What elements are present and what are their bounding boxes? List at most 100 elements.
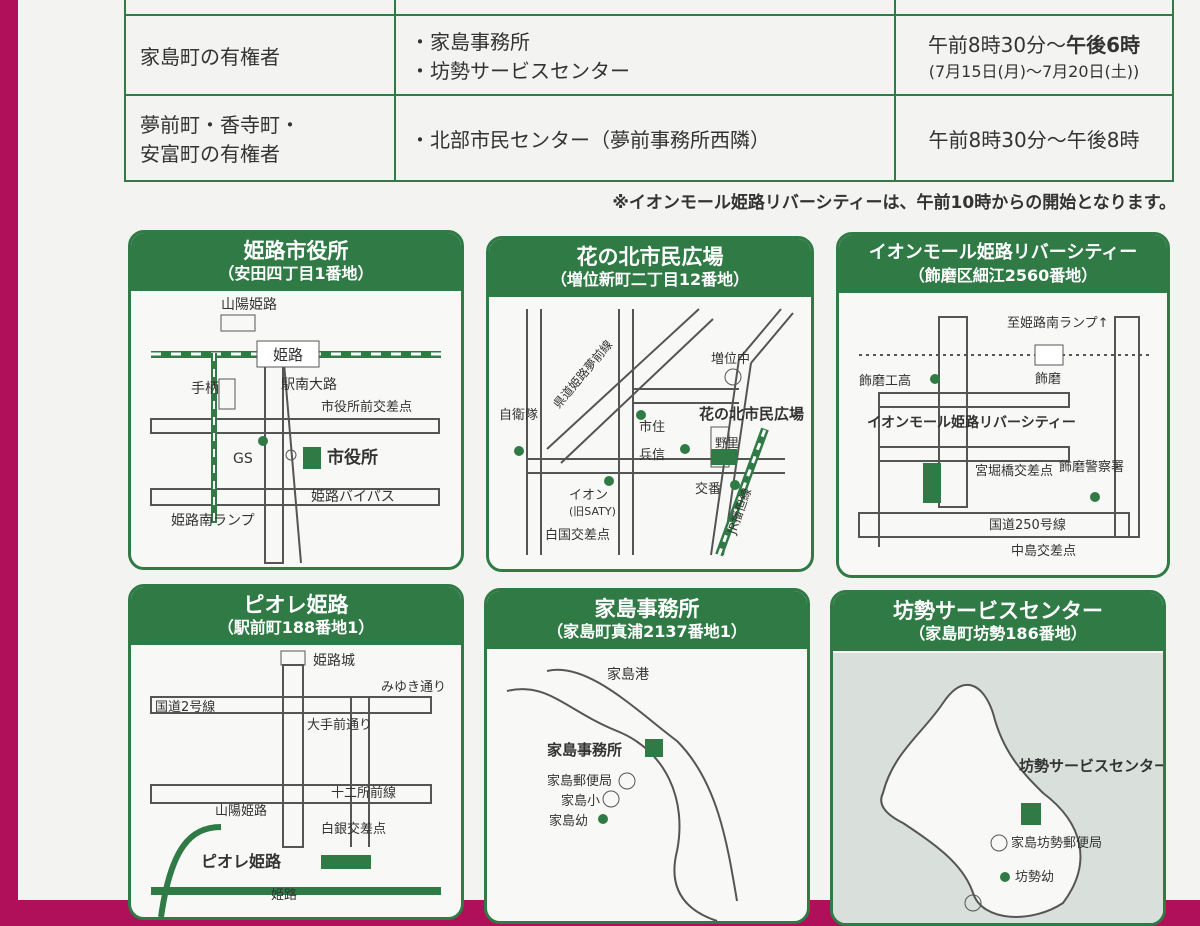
card-header: 姫路市役所 （安田四丁目1番地） — [131, 233, 461, 291]
place-item: ・家島事務所 — [410, 30, 530, 54]
map-label: 白国交差点 — [545, 527, 610, 543]
card-hananokita: 花の北市民広場 （増位新町二丁目12番地） 増位中 — [486, 236, 814, 572]
map-label: イオン — [569, 488, 608, 503]
map-bouze: 坊勢サービスセンター 家島坊勢郵便局 坊勢幼 — [833, 653, 1163, 923]
card-address: （飾磨区細江2560番地） — [908, 266, 1098, 285]
card-piole: ピオレ姫路 （駅前町188番地1） 姫路城 国道2号線 みゆき通り 大手前通り … — [128, 584, 464, 920]
card-header: 家島事務所 （家島町真浦2137番地1） — [487, 591, 807, 649]
map-label: 十二所前線 — [331, 785, 396, 801]
time-end: 午後6時 — [1066, 32, 1141, 57]
card-header: 坊勢サービスセンター （家島町坊勢186番地） — [833, 593, 1163, 651]
map-label: 姫路 — [273, 346, 303, 364]
map-label: GS — [233, 451, 253, 467]
map-hananokita: 増位中 自衛隊 県道姫路夢前線 市住 花の北市民広場 兵信 イオン (旧SATY… — [489, 299, 811, 569]
notice-text: ※イオンモール姫路リバーシティーは、午前10時からの開始となります。 — [612, 193, 1176, 213]
landmark-dot-icon — [930, 374, 940, 384]
school-icon — [602, 790, 620, 808]
map-label: 国道2号線 — [155, 699, 215, 715]
school-icon — [724, 368, 742, 386]
map-label: 至姫路南ランプ↑ — [1007, 315, 1109, 331]
card-address: （駅前町188番地1） — [217, 618, 375, 637]
card-city-hall: 姫路市役所 （安田四丁目1番地） 山陽姫路 姫路 手柄 駅南大路 市役 — [128, 230, 464, 570]
card-title: 花の北市民広場 — [576, 245, 724, 269]
map-label: 宮堀橋交差点 — [975, 463, 1053, 479]
map-label: 中島交差点 — [1011, 543, 1076, 559]
voter-cell: 家島町の有権者 — [124, 14, 396, 96]
map-label: 家島郵便局 — [547, 773, 612, 789]
time-cell: 午前8時30分～午後8時 — [894, 94, 1174, 182]
map-label: 野里 — [715, 436, 739, 450]
map-piole: 姫路城 国道2号線 みゆき通り 大手前通り 十二所前線 山陽姫路 白銀交差点 ピ… — [131, 647, 461, 917]
map-label: 姫路城 — [313, 653, 355, 669]
map-label: 市役所前交差点 — [321, 399, 412, 415]
map-label: 国道250号線 — [989, 517, 1066, 533]
map-label: 駅南大路 — [281, 377, 337, 393]
card-address: （家島町坊勢186番地） — [909, 624, 1087, 643]
card-aeon-mall: イオンモール姫路リバーシティー （飾磨区細江2560番地） 至姫路南ランプ↑ 飾… — [836, 232, 1170, 578]
map-label: 姫路 — [271, 887, 297, 903]
landmark-dot-icon — [636, 410, 646, 420]
map-label: 飾磨 — [1035, 372, 1061, 387]
table-row: 夢前町・香寺町・ 安富町の有権者 ・北部市民センター（夢前事務所西隣） 午前8時… — [124, 94, 1174, 182]
card-title: 家島事務所 — [594, 597, 700, 621]
table-row: 家島町の有権者 ・家島事務所 ・坊勢サービスセンター 午前8時30分～午後6時 … — [124, 14, 1174, 96]
landmark-dot-icon — [730, 480, 740, 490]
time-cell: 午前8時30分～午後6時 (7月15日(月)～7月20日(土)) — [894, 14, 1174, 96]
map-label: 市役所 — [327, 447, 378, 468]
schedule-table: 家島町の有権者 ・家島事務所 ・坊勢サービスセンター 午前8時30分～午後6時 … — [124, 0, 1174, 182]
map-label: 白銀交差点 — [321, 821, 386, 837]
map-label: 県道姫路夢前線 — [550, 337, 615, 411]
card-title: 姫路市役所 — [243, 239, 349, 263]
post-office-icon — [618, 772, 636, 790]
places-cell: ・家島事務所 ・坊勢サービスセンター — [394, 14, 896, 96]
card-header: ピオレ姫路 （駅前町188番地1） — [131, 587, 461, 645]
railway-icon — [151, 887, 441, 895]
date-range: (7月15日(月)～7月20日(土)) — [928, 61, 1140, 81]
map-label: 坊勢幼 — [1015, 870, 1054, 885]
card-address: （安田四丁目1番地） — [218, 264, 374, 283]
card-ieshima: 家島事務所 （家島町真浦2137番地1） 家島港 家島事務所 家島郵便局 家島小… — [484, 588, 810, 924]
map-label: 兵信 — [639, 448, 665, 463]
landmark-dot-icon — [1000, 872, 1010, 882]
card-header: 花の北市民広場 （増位新町二丁目12番地） — [489, 239, 811, 297]
landmark-dot-icon — [680, 444, 690, 454]
map-aeon-mall: 至姫路南ランプ↑ 飾磨 飾磨工高 イオンモール姫路リバーシティー 宮堀橋交差点 … — [839, 297, 1167, 575]
landmark-dot-icon — [1090, 492, 1100, 502]
landmark-dot-icon — [604, 476, 614, 486]
map-label: 坊勢サービスセンター — [1019, 757, 1163, 775]
places-cell: ・北部市民センター（夢前事務所西隣） — [394, 94, 896, 182]
map-label: 大手前通り — [307, 717, 372, 733]
voter-cell: 夢前町・香寺町・ 安富町の有権者 — [124, 94, 396, 182]
landmark-dot-icon — [598, 814, 608, 824]
map-label: 自衛隊 — [499, 407, 538, 423]
map-label: 姫路バイパス — [311, 489, 395, 505]
card-title: ピオレ姫路 — [243, 593, 349, 617]
map-label: 山陽姫路 — [215, 803, 267, 819]
map-label: みゆき通り — [381, 680, 446, 695]
post-office-icon — [990, 834, 1008, 852]
map-label: 家島坊勢郵便局 — [1011, 835, 1102, 851]
card-header: イオンモール姫路リバーシティー （飾磨区細江2560番地） — [839, 235, 1167, 293]
map-label: 飾磨警察署 — [1059, 459, 1124, 475]
map-label: 花の北市民広場 — [699, 405, 804, 423]
card-title: 坊勢サービスセンター — [893, 599, 1103, 623]
landmark-dot-icon — [514, 446, 524, 456]
time-start: 午前8時30分～ — [927, 32, 1067, 57]
map-label: ピオレ姫路 — [201, 852, 282, 871]
map-label: 飾磨工高 — [859, 373, 911, 389]
map-label: JR播但線 — [723, 486, 754, 537]
map-label: 家島小 — [561, 793, 600, 809]
table-row — [124, 0, 1174, 16]
map-label: (旧SATY) — [569, 505, 616, 518]
map-label: 家島幼 — [549, 813, 588, 829]
map-label: 山陽姫路 — [221, 297, 277, 313]
card-address: （増位新町二丁目12番地） — [550, 270, 750, 289]
map-label: 家島港 — [607, 666, 649, 683]
map-label: 増位中 — [711, 352, 750, 367]
map-ieshima: 家島港 家島事務所 家島郵便局 家島小 家島幼 — [487, 651, 807, 921]
place-item: ・坊勢サービスセンター — [410, 59, 630, 83]
card-address: （家島町真浦2137番地1） — [547, 622, 747, 641]
map-label: 手柄 — [191, 381, 219, 397]
map-label: 市住 — [639, 419, 665, 435]
map-city-hall: 山陽姫路 姫路 手柄 駅南大路 市役所前交差点 GS 市役所 姫路バイパス 姫路… — [131, 293, 461, 567]
